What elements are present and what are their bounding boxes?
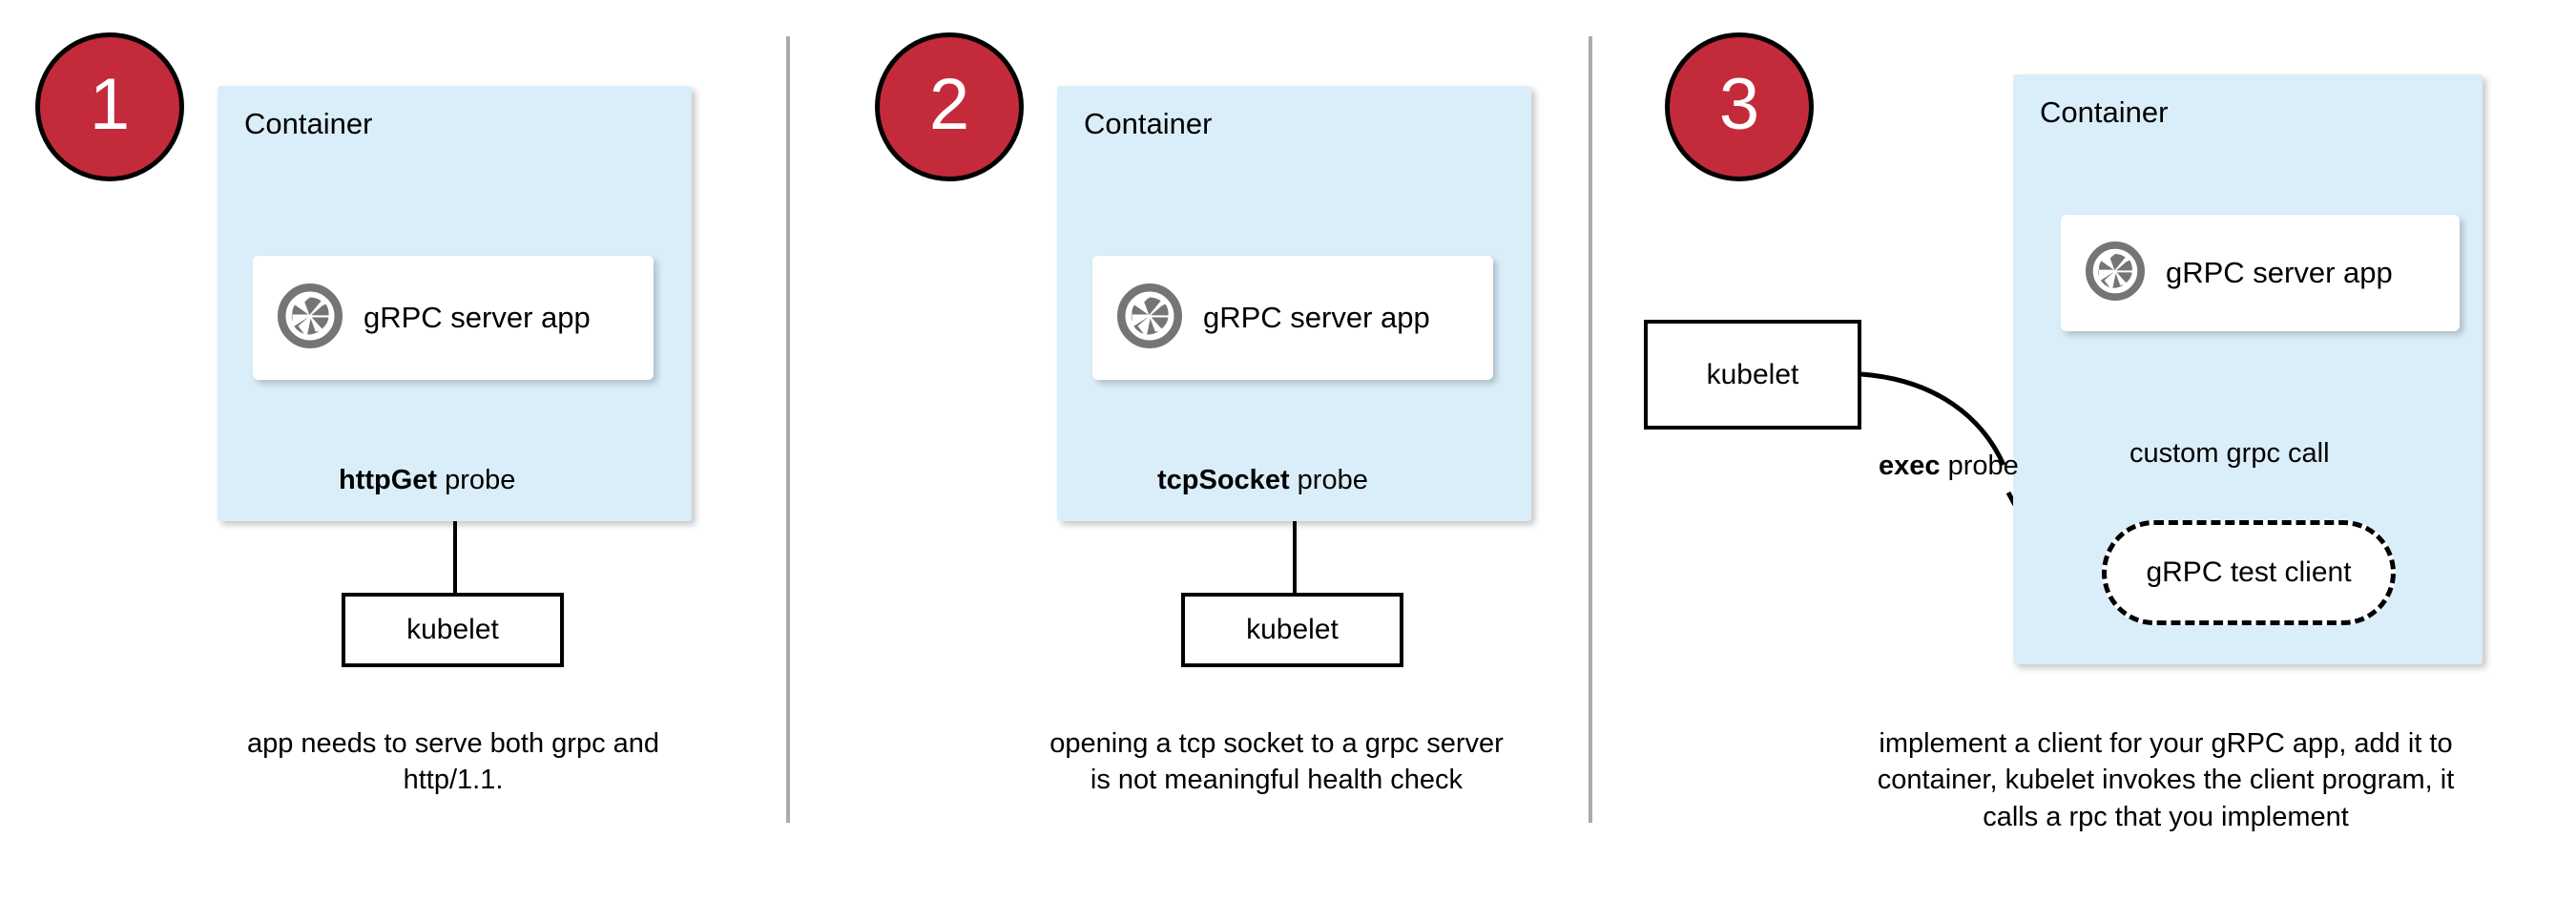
panel-2-probe-label-bold: tcpSocket xyxy=(1157,465,1290,495)
panel-2-kubelet-label: kubelet xyxy=(1246,614,1339,645)
panel-3-grpc-server-app: gRPC server app xyxy=(2061,215,2460,331)
step-badge-3: 3 xyxy=(1665,32,1814,181)
panel-3-kubelet-label: kubelet xyxy=(1706,358,1799,390)
panel-2-grpc-server-app: gRPC server app xyxy=(1092,256,1493,380)
panel-3-custom-call-label: custom grpc call xyxy=(2129,438,2330,469)
panel-2-kubelet-box: kubelet xyxy=(1181,593,1403,667)
panel-3-probe-label-rest: probe xyxy=(1940,451,2019,481)
panel-1-caption: app needs to serve both grpc and http/1.… xyxy=(246,728,660,796)
panel-1-grpc-server-app-label: gRPC server app xyxy=(364,301,591,334)
panel-1-probe-label: httpGet probe xyxy=(339,465,515,496)
step-badge-2-number: 2 xyxy=(928,64,970,145)
panel-3-kubelet-box: kubelet xyxy=(1644,320,1861,430)
panel-1-container-label: Container xyxy=(244,107,373,140)
panel-3-grpc-server-app-label: gRPC server app xyxy=(2166,256,2393,289)
panel-divider-1 xyxy=(786,36,790,823)
panel-3-caption: implement a client for your gRPC app, ad… xyxy=(1877,728,2455,832)
panel-3-grpc-test-client-label: gRPC test client xyxy=(2146,556,2352,588)
panel-2-probe-label: tcpSocket probe xyxy=(1157,465,1368,496)
panel-2-grpc-server-app-label: gRPC server app xyxy=(1203,301,1430,334)
panel-2-caption: opening a tcp socket to a grpc server is… xyxy=(1049,728,1504,796)
step-badge-3-number: 3 xyxy=(1718,64,1760,145)
grpc-aperture-icon xyxy=(2086,241,2145,305)
step-badge-1-number: 1 xyxy=(89,64,131,145)
panel-2-container-label: Container xyxy=(1084,107,1213,140)
panel-divider-2 xyxy=(1589,36,1592,823)
panel-2-probe-label-rest: probe xyxy=(1289,465,1368,495)
panel-1-grpc-server-app: gRPC server app xyxy=(253,256,654,380)
panel-3-grpc-test-client: gRPC test client xyxy=(2102,520,2396,625)
grpc-aperture-icon xyxy=(278,283,343,353)
panel-1-probe-label-rest: probe xyxy=(437,465,516,495)
panel-3-probe-label: exec probe xyxy=(1879,451,2019,482)
panel-3-probe-label-bold: exec xyxy=(1879,451,1941,481)
panel-3-container-label: Container xyxy=(2040,95,2169,129)
step-badge-1: 1 xyxy=(35,32,184,181)
panel-1-probe-label-bold: httpGet xyxy=(339,465,438,495)
panel-1-kubelet-label: kubelet xyxy=(406,614,499,645)
panel-1-kubelet-box: kubelet xyxy=(342,593,564,667)
step-badge-2: 2 xyxy=(875,32,1024,181)
grpc-aperture-icon xyxy=(1117,283,1182,353)
